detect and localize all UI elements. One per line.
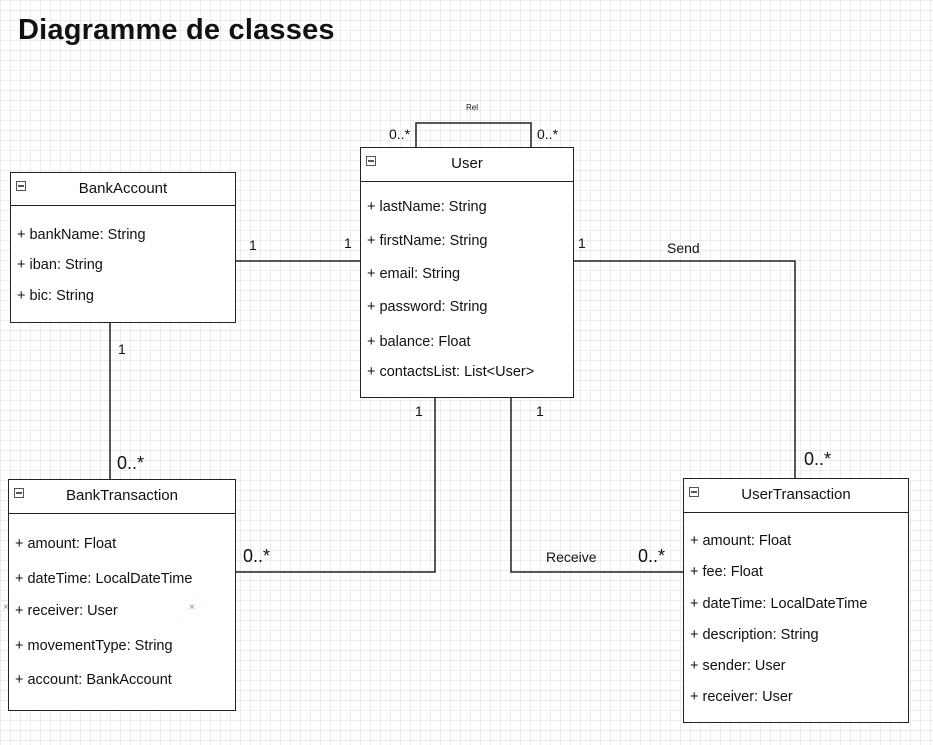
- bankaccount-class-header[interactable]: BankAccount: [11, 173, 235, 206]
- send-user-multiplicity: 1: [578, 235, 586, 251]
- user-class-header[interactable]: User: [361, 148, 573, 182]
- banktransaction-attribute[interactable]: + account: BankAccount: [15, 672, 172, 688]
- usertransaction-attribute[interactable]: + sender: User: [690, 658, 786, 674]
- bankaccount-attribute[interactable]: + bankName: String: [17, 227, 146, 243]
- bankaccount-attribute[interactable]: + iban: String: [17, 257, 103, 273]
- banktransaction-user-multiplicity: 0..*: [243, 546, 271, 566]
- usertransaction-class-header[interactable]: UserTransaction: [684, 479, 908, 513]
- collapse-icon[interactable]: [689, 487, 699, 497]
- send-line[interactable]: [574, 260, 796, 480]
- banktransaction-attribute[interactable]: + dateTime: LocalDateTime: [15, 571, 193, 587]
- bankaccount-class[interactable]: BankAccount + bankName: String + iban: S…: [10, 172, 236, 323]
- user-bankaccount-right-multiplicity: 1: [344, 235, 352, 251]
- send-transaction-multiplicity: 0..*: [804, 449, 832, 469]
- usertransaction-class[interactable]: UserTransaction + amount: Float + fee: F…: [683, 478, 909, 723]
- collapse-icon[interactable]: [16, 181, 26, 191]
- receive-association-name: Receive: [546, 549, 597, 565]
- user-bankaccount-left-multiplicity: 1: [249, 237, 257, 253]
- usertransaction-attribute[interactable]: + description: String: [690, 627, 819, 643]
- usertransaction-attribute[interactable]: + amount: Float: [690, 533, 792, 549]
- self-association-name: Rel: [466, 103, 479, 112]
- self-association-left-multiplicity: 0..*: [389, 126, 411, 142]
- diagram-title: Diagramme de classes: [18, 14, 335, 46]
- selection-marker-right-icon[interactable]: ×: [189, 602, 195, 613]
- user-banktransaction-line[interactable]: [236, 398, 436, 573]
- self-association-right-multiplicity: 0..*: [537, 126, 559, 142]
- bankaccount-class-name: BankAccount: [78, 180, 168, 197]
- banktransaction-attribute[interactable]: + movementType: String: [15, 638, 173, 654]
- user-attribute[interactable]: + email: String: [367, 266, 461, 282]
- user-class-name: User: [451, 155, 483, 172]
- usertransaction-attribute[interactable]: + receiver: User: [690, 689, 793, 705]
- banktransaction-class[interactable]: BankTransaction + amount: Float + dateTi…: [8, 479, 236, 711]
- banktransaction-attribute[interactable]: + amount: Float: [15, 536, 117, 552]
- user-attribute[interactable]: + lastName: String: [367, 199, 487, 215]
- send-association-name: Send: [667, 240, 700, 256]
- receive-user-multiplicity: 1: [536, 403, 544, 419]
- bankaccount-multiplicity: 1: [118, 341, 126, 357]
- selection-marker-left-icon[interactable]: ×: [3, 602, 9, 613]
- user-attribute[interactable]: + balance: Float: [367, 334, 471, 350]
- banktransaction-class-name: BankTransaction: [65, 487, 178, 504]
- banktransaction-class-header[interactable]: BankTransaction: [9, 480, 235, 514]
- collapse-icon[interactable]: [366, 156, 376, 166]
- banktransaction-account-multiplicity: 0..*: [117, 453, 145, 473]
- usertransaction-attribute[interactable]: + dateTime: LocalDateTime: [690, 596, 868, 612]
- receive-line[interactable]: [510, 398, 684, 573]
- user-attribute[interactable]: + firstName: String: [367, 233, 488, 249]
- usertransaction-attribute[interactable]: + fee: Float: [690, 564, 763, 580]
- banktransaction-attribute[interactable]: + receiver: User: [15, 603, 118, 619]
- collapse-icon[interactable]: [14, 488, 24, 498]
- receive-transaction-multiplicity: 0..*: [638, 546, 666, 566]
- user-attribute[interactable]: + password: String: [367, 299, 488, 315]
- self-association-line[interactable]: [415, 122, 532, 148]
- user-bt-multiplicity: 1: [415, 403, 423, 419]
- bankaccount-attribute[interactable]: + bic: String: [17, 288, 94, 304]
- user-attribute[interactable]: + contactsList: List<User>: [367, 364, 535, 380]
- user-class[interactable]: User + lastName: String + firstName: Str…: [360, 147, 574, 398]
- usertransaction-class-name: UserTransaction: [741, 486, 851, 503]
